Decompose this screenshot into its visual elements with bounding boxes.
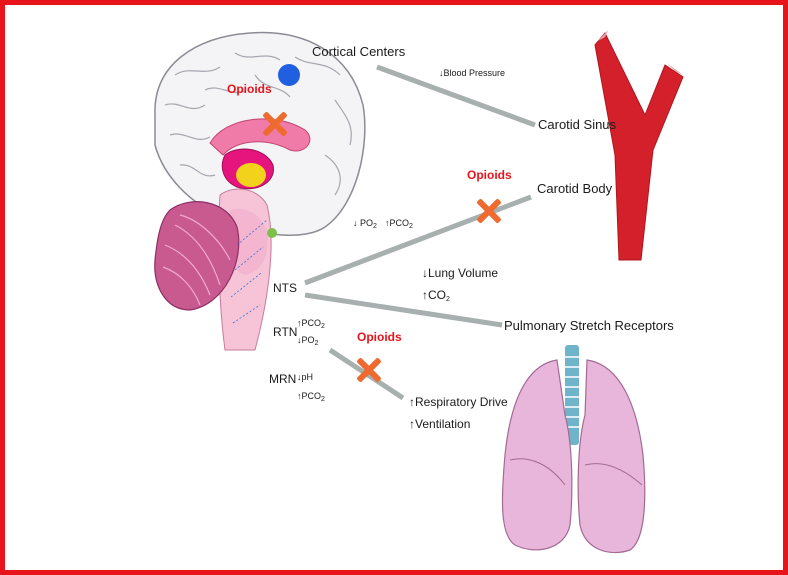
rtn-pco2-annotation: ↑PCO2 [297, 319, 325, 330]
carotid-body-label: Carotid Body [537, 182, 612, 195]
carotid-sinus-label: Carotid Sinus [538, 118, 616, 131]
pituitary [267, 228, 277, 238]
po2-label: PO [302, 335, 315, 345]
down-arrow-icon: ↓ [353, 218, 358, 228]
lung-volume-annotation: ↓Lung Volume [422, 267, 498, 279]
ph-label: pH [302, 372, 314, 382]
opioids-label-rtn: Opioids [357, 330, 402, 344]
cortical-center-dot [278, 64, 300, 86]
right-lung [578, 360, 645, 553]
mrn-ph-annotation: ↓pH [297, 373, 313, 382]
connector-nts-pulmonary [305, 295, 502, 325]
opioid-block-icon-brain [261, 111, 287, 137]
subscript-2: 2 [321, 396, 325, 403]
diagram-graphics [5, 5, 788, 575]
diagram-stage: Opioids Opioids Opioids Cortical Centers… [5, 5, 788, 575]
subscript-2: 2 [409, 223, 413, 230]
subscript-2: 2 [315, 340, 319, 347]
co2-label: CO [428, 288, 446, 302]
blood-pressure-annotation: ↓Blood Pressure [439, 69, 505, 78]
nts-label: NTS [273, 282, 297, 294]
pco2-label: PCO [302, 318, 322, 328]
respiratory-drive-annotation: ↑Respiratory Drive [409, 396, 508, 408]
mrn-pco2-annotation: ↑PCO2 [297, 392, 325, 403]
pco2-up-annotation: ↑PCO2 [385, 219, 413, 230]
cortical-centers-label: Cortical Centers [312, 45, 405, 58]
subscript-2: 2 [373, 223, 377, 230]
respiratory-drive-label: Respiratory Drive [415, 395, 508, 409]
po2-label: PO [360, 218, 373, 228]
opioids-label-carotid: Opioids [467, 168, 512, 182]
po2-down-annotation: ↓ PO2 [353, 219, 377, 230]
pulmonary-stretch-receptors-label: Pulmonary Stretch Receptors [504, 319, 674, 332]
lung-volume-label: Lung Volume [428, 266, 498, 280]
mrn-label: MRN [269, 373, 296, 385]
opioid-block-icon-rtn [355, 357, 381, 383]
rtn-po2-annotation: ↓PO2 [297, 336, 318, 347]
carotid-artery [595, 33, 683, 260]
ventilation-annotation: ↑Ventilation [409, 418, 470, 430]
ventilation-label: Ventilation [415, 417, 470, 431]
brain-illustration [155, 33, 365, 350]
opioids-label-brain: Opioids [227, 82, 272, 96]
lungs-illustration [502, 345, 644, 553]
pco2-label: PCO [302, 391, 322, 401]
hypothalamus [236, 163, 266, 187]
subscript-2: 2 [446, 296, 450, 303]
left-lung [502, 360, 571, 550]
opioid-block-icon-carotid [475, 198, 501, 224]
rtn-label: RTN [273, 326, 297, 338]
pco2-label: PCO [390, 218, 410, 228]
blood-pressure-label: Blood Pressure [444, 68, 506, 78]
subscript-2: 2 [321, 323, 325, 330]
co2-annotation: ↑CO2 [422, 289, 450, 303]
